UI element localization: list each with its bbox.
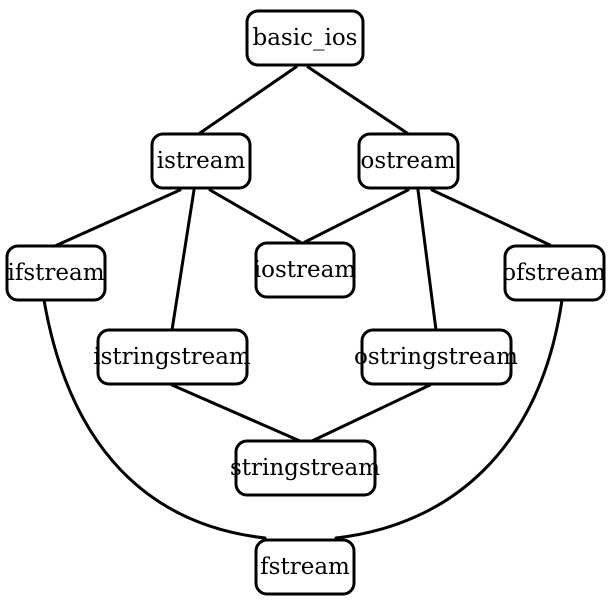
node-iostream-box (254, 241, 356, 299)
node-stringstream-label: stringstream (230, 455, 380, 481)
node-ofstream-label: ofstream (502, 260, 606, 286)
edge-ostream-iostream (303, 188, 410, 244)
node-ofstream[interactable]: ofstream (502, 244, 606, 302)
node-fstream-box (254, 538, 356, 596)
diagram-edges (42, 65, 564, 540)
edge-basic_ios-istream (198, 65, 298, 135)
node-ifstream-label: ifstream (7, 260, 104, 286)
node-ostream[interactable]: ostream (357, 132, 460, 190)
node-ifstream-box (5, 244, 107, 302)
edge-ofstream-fstream (334, 298, 564, 540)
node-istringstream[interactable]: istringstream (93, 328, 251, 386)
node-stringstream[interactable]: stringstream (230, 439, 380, 497)
edge-ostream-ofstream (430, 188, 552, 247)
edge-ostringstream-stringstream (310, 383, 432, 443)
node-istream-label: istream (157, 148, 246, 174)
node-istringstream-label: istringstream (93, 344, 251, 370)
node-iostream-label: iostream (254, 257, 357, 283)
node-istream-box (150, 132, 252, 190)
node-stringstream-box (234, 439, 377, 497)
edge-ostream-ostringstream (416, 188, 438, 332)
node-basic_ios-label: basic_ios (253, 25, 358, 51)
edge-istringstream-stringstream (170, 383, 302, 443)
edge-ifstream-fstream (42, 298, 267, 540)
node-fstream-label: fstream (260, 554, 350, 580)
node-basic_ios[interactable]: basic_ios (245, 9, 365, 67)
diagram-nodes: basic_ios istream ostream ifstream iostr… (5, 9, 606, 596)
node-iostream[interactable]: iostream (254, 241, 357, 299)
node-ostringstream[interactable]: ostringstream (354, 328, 518, 386)
node-ostream-box (357, 132, 460, 190)
node-ofstream-box (503, 244, 606, 302)
node-ostringstream-box (360, 328, 513, 386)
node-fstream[interactable]: fstream (254, 538, 356, 596)
node-istream[interactable]: istream (150, 132, 252, 190)
edge-istream-istringstream (170, 188, 196, 332)
node-basic_ios-box (245, 9, 365, 67)
edge-basic_ios-ostream (306, 65, 409, 135)
edge-istream-ifstream (53, 188, 182, 248)
node-ifstream[interactable]: ifstream (5, 244, 107, 302)
node-ostringstream-label: ostringstream (354, 344, 518, 370)
edge-istream-iostream (208, 188, 302, 244)
node-istringstream-box (96, 328, 249, 386)
node-ostream-label: ostream (360, 148, 455, 174)
